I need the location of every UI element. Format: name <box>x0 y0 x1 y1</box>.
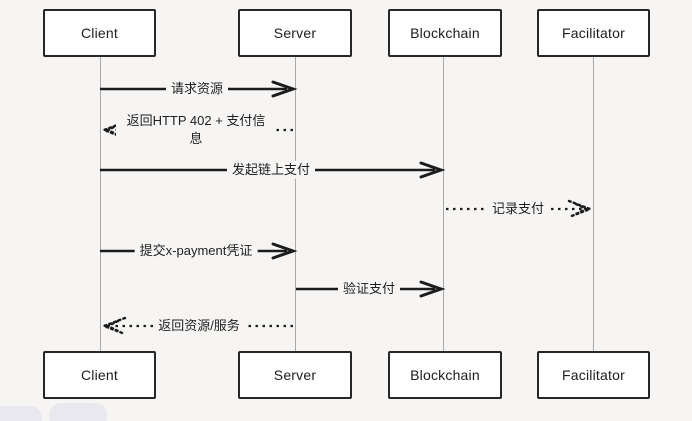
actor-box-client-top: Client <box>43 9 156 57</box>
actor-label: Server <box>273 367 317 383</box>
message-label-initiate-onchain-payment: 发起链上支付 <box>226 160 316 180</box>
message-label-request-resource: 请求资源 <box>165 79 229 99</box>
actor-box-facilitator-bottom: Facilitator <box>537 351 650 399</box>
actor-label: Facilitator <box>562 367 625 383</box>
message-label-return-402: 返回HTTP 402 + 支付信息 <box>116 111 276 149</box>
message-arrow-record-payment <box>446 199 594 219</box>
actor-box-server-top: Server <box>238 9 352 57</box>
actor-label: Blockchain <box>410 367 480 383</box>
message-label-submit-x-payment: 提交x-payment凭证 <box>134 241 258 261</box>
actor-label: Blockchain <box>410 25 480 41</box>
background-ui-fragment <box>49 403 107 421</box>
actor-box-client-bottom: Client <box>43 351 156 399</box>
actor-box-server-bottom: Server <box>238 351 352 399</box>
background-ui-fragment <box>0 406 42 421</box>
actor-box-blockchain-bottom: Blockchain <box>388 351 502 399</box>
message-label-verify-payment: 验证支付 <box>337 279 401 299</box>
actor-label: Facilitator <box>562 25 625 41</box>
actor-label: Client <box>81 25 118 41</box>
message-arrow-return-resource <box>100 316 293 336</box>
message-label-return-resource: 返回资源/服务 <box>153 316 245 336</box>
actor-box-blockchain-top: Blockchain <box>388 9 502 57</box>
message-label-record-payment: 记录支付 <box>486 199 550 219</box>
actor-box-facilitator-top: Facilitator <box>537 9 650 57</box>
actor-label: Client <box>81 367 118 383</box>
actor-label: Server <box>273 25 317 41</box>
